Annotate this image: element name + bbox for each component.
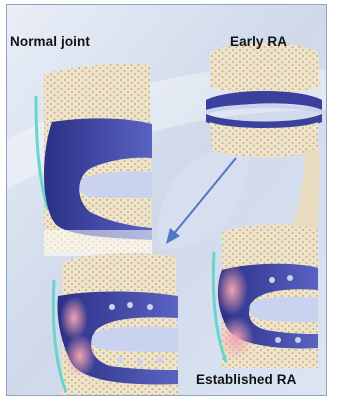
established-ra-illustration-left <box>53 253 178 396</box>
established-ra-illustration-right <box>213 224 318 368</box>
normal-joint-label: Normal joint <box>10 34 90 49</box>
normal-joint-illustration <box>36 64 152 256</box>
established-ra-label: Established RA <box>196 372 296 387</box>
early-ra-label: Early RA <box>230 34 287 49</box>
